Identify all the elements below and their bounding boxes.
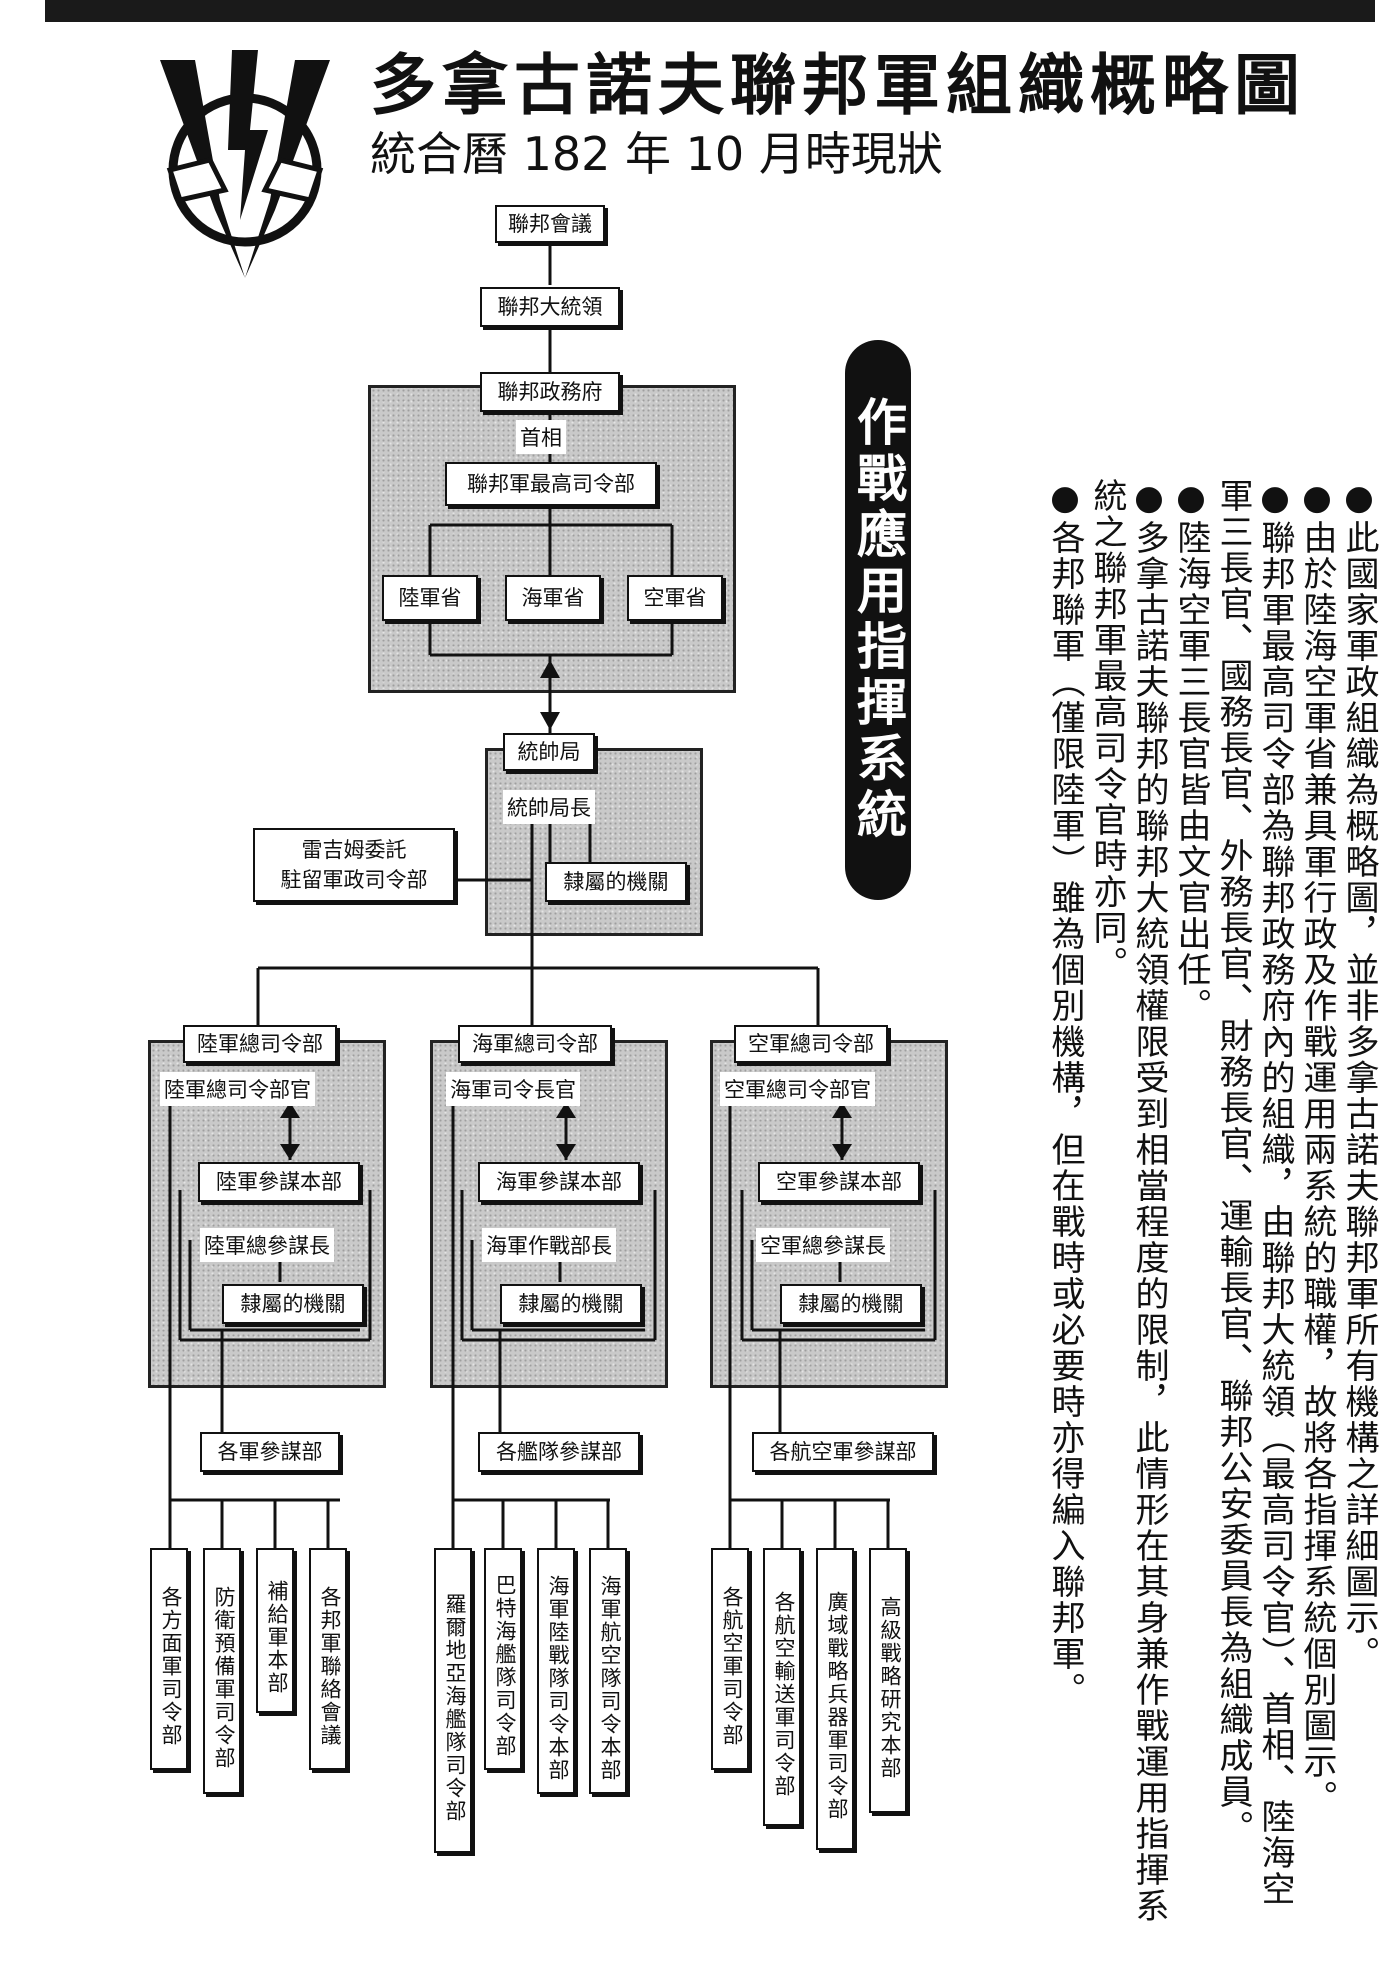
air-unit-3: 廣域戰略兵器軍司令部 [816,1548,854,1850]
army-hq-box: 陸軍總司令部 [183,1025,337,1063]
army-staff-hq-box: 陸軍參謀本部 [198,1162,360,1202]
note-4: ●陸海空軍三長官皆由文官出任。 [1171,478,1211,1024]
page-subtitle: 統合曆 182 年 10 月時現狀 [370,127,943,181]
navy-unit-2: 巴特海艦隊司令部 [484,1548,522,1770]
navy-unit-4: 海軍航空隊司令本部 [589,1548,627,1794]
air-staffs-box: 各航空軍參謀部 [752,1432,934,1472]
note-1: ●此國家軍政組織為概略圖，並非多拿古諾夫聯邦軍所有機構之詳細圖示。 [1339,478,1379,1672]
page-title: 多拿古諾夫聯邦軍組織概略圖 [370,47,1306,124]
notes-column: ●此國家軍政組織為概略圖，並非多拿古諾夫聯邦軍所有機構之詳細圖示。 ●由於陸海空… [1010,478,1380,1938]
occupation-command-box: 雷吉姆委託 駐留軍政司令部 [253,828,455,902]
army-unit-1: 各方面軍司令部 [150,1548,188,1770]
army-unit-4: 各邦軍聯絡會議 [309,1548,347,1770]
navy-commander-label: 海軍司令長官 [446,1072,580,1106]
federal-president-box: 聯邦大統領 [480,287,620,327]
navy-staff-hq-box: 海軍參謀本部 [478,1162,640,1202]
army-affiliated-box: 隸屬的機關 [222,1284,364,1324]
air-hq-box: 空軍總司令部 [734,1025,888,1063]
note-6: ●各邦聯軍（僅限陸軍）雖為個別機構，但在戰時或必要時亦得編入聯邦軍。 [1045,478,1085,1708]
navy-affiliated-box: 隸屬的機關 [500,1284,642,1324]
federal-council-box: 聯邦會議 [495,205,605,243]
occupation-line-2: 駐留軍政司令部 [280,868,428,892]
army-unit-2: 防衛預備軍司令部 [203,1548,241,1794]
air-staff-hq-box: 空軍參謀本部 [758,1162,920,1202]
lightning-emblem-icon [160,50,330,278]
navy-hq-box: 海軍總司令部 [458,1025,612,1063]
air-unit-2: 各航空輸送軍司令部 [763,1548,801,1826]
ministry-army-box: 陸軍省 [382,575,478,621]
marshal-chief-label: 統帥局長 [503,790,595,824]
marshal-affiliated-box: 隸屬的機關 [545,862,687,902]
supreme-command-box: 聯邦軍最高司令部 [445,462,657,506]
army-staffs-box: 各軍參謀部 [200,1432,340,1472]
navy-unit-1: 羅爾地亞海艦隊司令部 [434,1548,472,1853]
prime-minister-label: 首相 [516,420,566,454]
double-arrow-icon [280,660,852,1160]
note-2: ●由於陸海空軍省兼具軍行政及作戰運用兩系統的職權，故將各指揮系統個別圖示。 [1297,478,1337,1816]
air-unit-1: 各航空軍司令部 [711,1548,749,1770]
note-3: ●聯邦軍最高司令部為聯邦政務府內的組織，由聯邦大統領（最高司令官）、首相、陸海空… [1213,478,1295,1907]
army-commander-label: 陸軍總司令部官 [160,1072,315,1106]
air-unit-4: 高級戰略研究本部 [869,1548,907,1813]
air-chief-of-staff-label: 空軍總參謀長 [756,1228,890,1262]
ministry-navy-box: 海軍省 [505,575,601,621]
army-unit-3: 補給軍本部 [256,1548,294,1713]
note-5: ●多拿古諾夫聯邦的聯邦大統領權限受到相當程度的限制，此情形在其身兼作戰運用指揮系… [1087,478,1169,1924]
army-chief-of-staff-label: 陸軍總參謀長 [200,1228,334,1262]
marshal-bureau-box: 統帥局 [503,733,595,771]
top-border-bar [45,0,1375,22]
navy-unit-3: 海軍陸戰隊司令本部 [537,1548,575,1794]
government-title-box: 聯邦政務府 [480,372,620,412]
ministry-air-box: 空軍省 [627,575,723,621]
air-commander-label: 空軍總司令部官 [720,1072,875,1106]
navy-chief-of-staff-label: 海軍作戰部長 [482,1228,616,1262]
navy-staffs-box: 各艦隊參謀部 [478,1432,640,1472]
occupation-line-1: 雷吉姆委託 [301,838,407,862]
air-affiliated-box: 隸屬的機關 [780,1284,922,1324]
command-system-heading: 作戰應用指揮系統 [845,340,911,900]
